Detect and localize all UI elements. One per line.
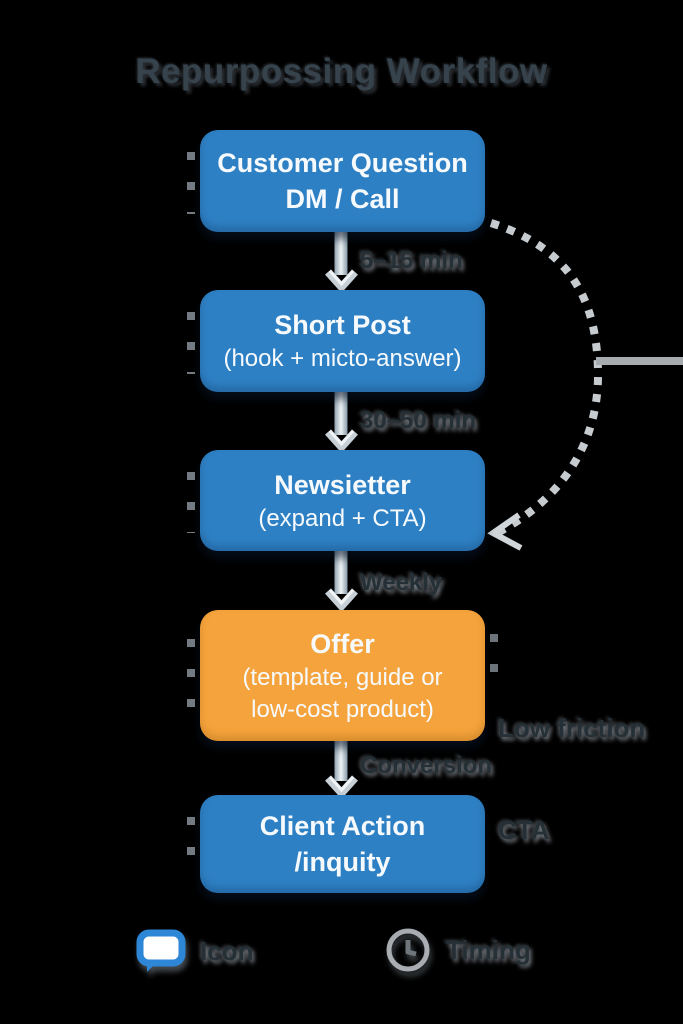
arrow-label-2: 30–50 min: [360, 407, 477, 434]
node-newsletter[interactable]: Newsietter (expand + CTA): [187, 450, 485, 551]
node-title: Customer Question: [217, 148, 468, 178]
node-subtitle: (hook + micto-answer): [223, 345, 462, 372]
arrow-4-icon: [325, 741, 358, 799]
side-note-line-2: CTA: [498, 815, 550, 845]
node-subtitle: /inquity: [294, 847, 391, 877]
node-title: Client Action: [259, 811, 426, 841]
node-title: Newsietter: [274, 469, 411, 500]
legend-label-timing: Timing: [446, 934, 531, 965]
node-subtitle: DM / Call: [285, 184, 400, 214]
legend-item-timing: Timing: [384, 926, 531, 974]
node-client-action[interactable]: Client Action /inquity: [187, 795, 485, 893]
node-subtitle: (expand + CTA): [258, 504, 427, 532]
arrow-3-icon: [325, 551, 358, 612]
arrow-1-icon: [325, 232, 358, 293]
arrow-label-1: 5–15 min: [360, 247, 463, 274]
legend-item-icon: Icon: [134, 926, 253, 976]
clock-icon: [386, 928, 430, 972]
side-note-line-1: Low friction: [498, 713, 646, 743]
node-customer-question[interactable]: Customer Question DM / Call: [187, 130, 485, 232]
node-subtitle: (template, guide or: [242, 663, 443, 691]
node-short-post[interactable]: Short Post (hook + micto-answer): [187, 290, 485, 392]
side-note: Low friction CTA: [498, 643, 645, 915]
node-subtitle-2: low-cost product): [251, 695, 434, 723]
loopback-dashed-arrow: [487, 219, 603, 551]
node-offer[interactable]: Offer (template, guide or low-cost produ…: [187, 610, 498, 741]
page-title: Repurpossing Workflow: [135, 52, 548, 91]
node-title: Short Post: [274, 310, 411, 340]
chat-bubble-icon: [136, 929, 186, 972]
arrow-label-4: Conversion: [360, 752, 493, 779]
legend-label-icon: Icon: [200, 935, 254, 966]
arrow-label-3: Weekly: [360, 569, 443, 596]
arrow-2-icon: [325, 392, 358, 453]
node-title: Offer: [310, 628, 375, 659]
